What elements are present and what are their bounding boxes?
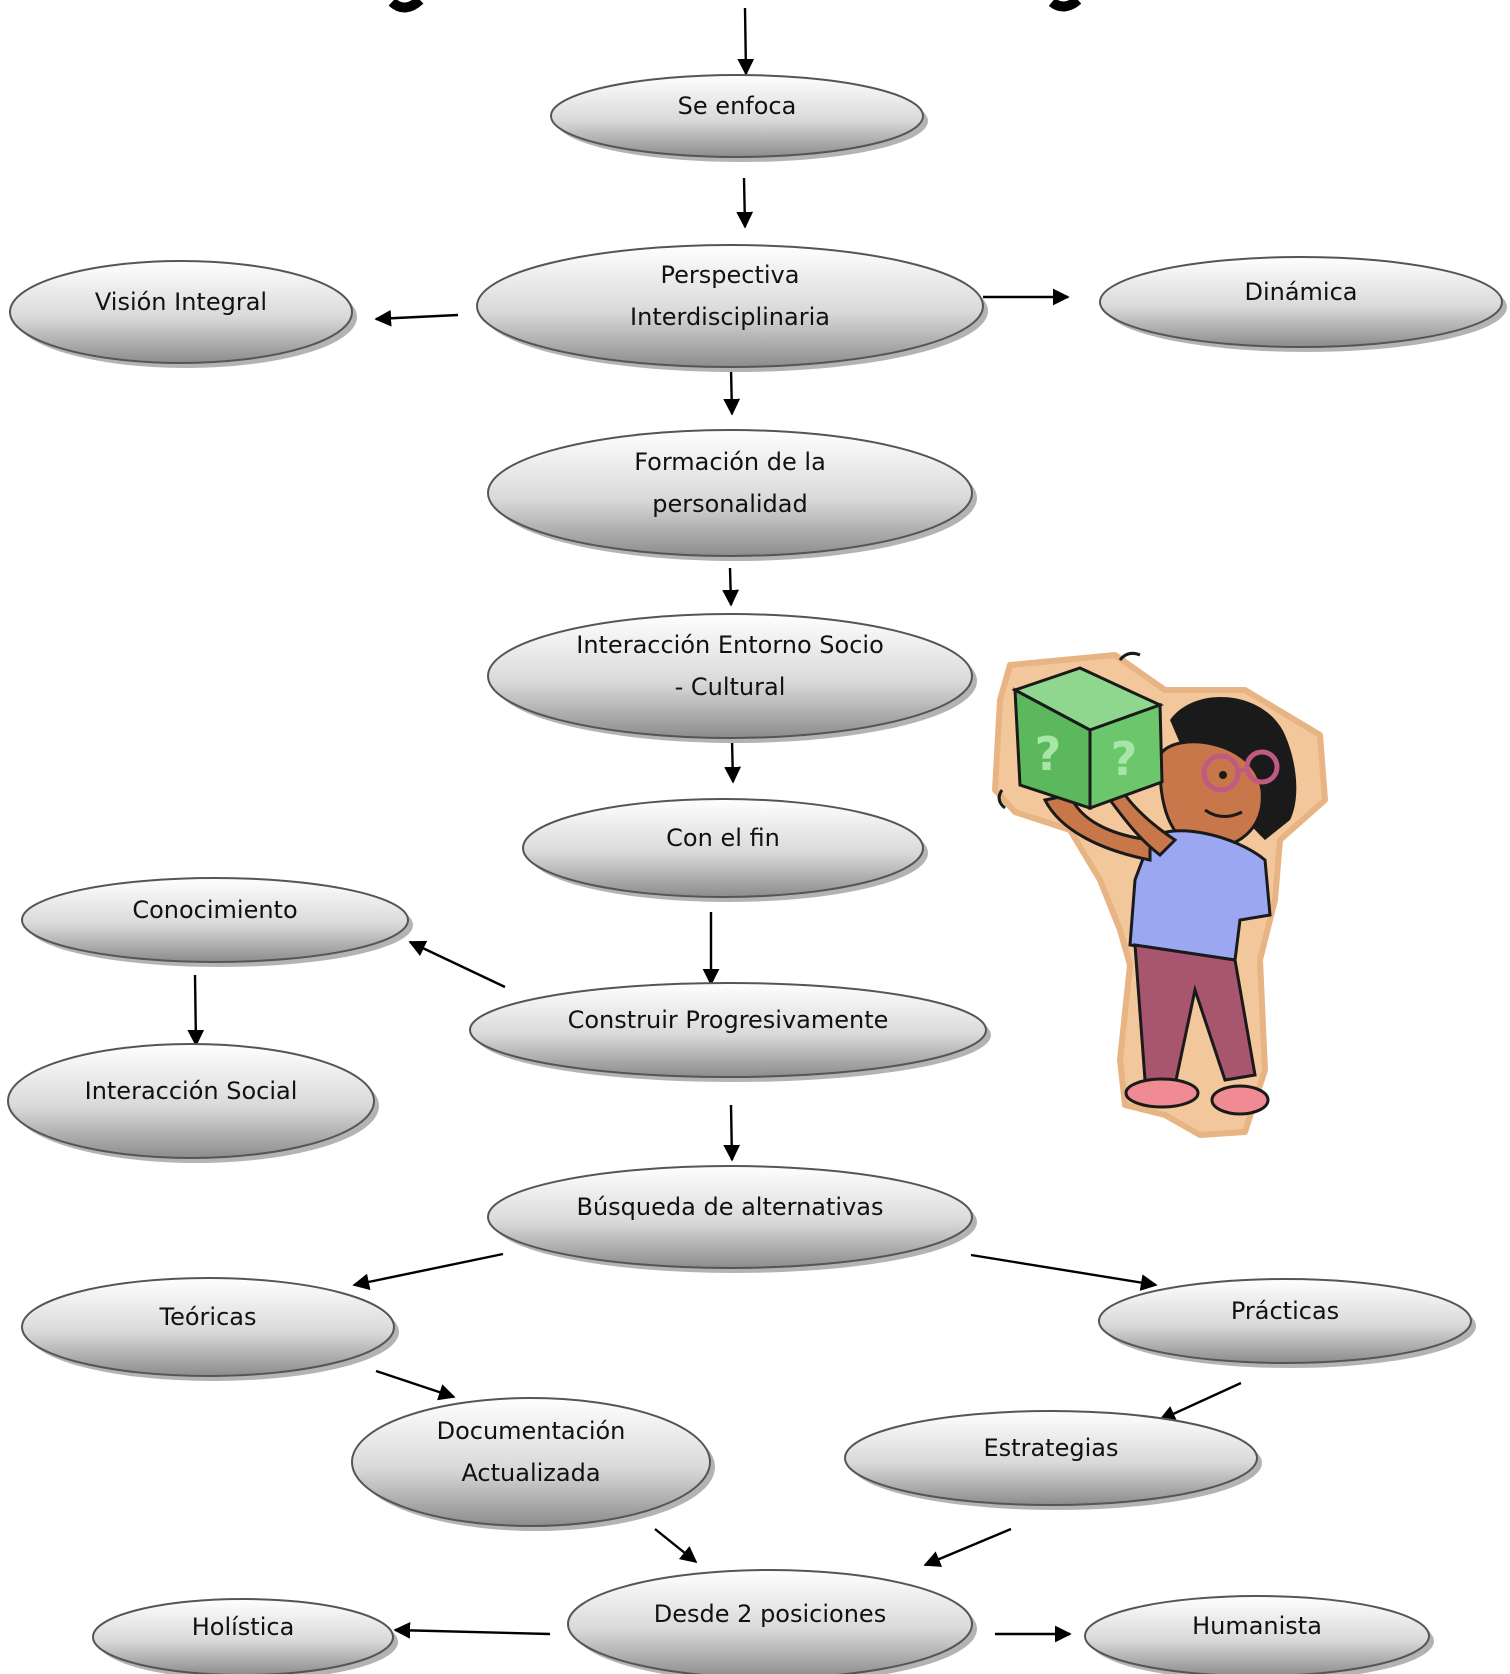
node-label: Prácticas xyxy=(1231,1297,1339,1325)
question-mark-right: ? xyxy=(1111,732,1138,786)
node-estrategias: Estrategias xyxy=(844,1410,1262,1510)
question-mark-left: ? xyxy=(1035,727,1062,781)
node-ellipse xyxy=(487,613,973,739)
node-ellipse xyxy=(21,1277,395,1377)
node-ellipse xyxy=(522,798,924,898)
node-holistica: Holística xyxy=(92,1598,398,1674)
node-practicas: Prácticas xyxy=(1098,1278,1476,1368)
node-ellipse xyxy=(1099,256,1503,348)
node-interaccion-social: Interacción Social xyxy=(7,1043,379,1163)
arrow-perspectiva-to-vision-integral xyxy=(374,309,459,327)
node-label: - Cultural xyxy=(675,673,786,701)
arrow-practicas-to-estrategias xyxy=(1158,1381,1242,1422)
node-desde-2: Desde 2 posiciones xyxy=(567,1569,977,1674)
node-conocimiento: Conocimiento xyxy=(21,877,413,967)
node-dinamica: Dinámica xyxy=(1099,256,1507,352)
node-label: Con el fin xyxy=(666,824,780,852)
node-ellipse xyxy=(1084,1595,1430,1674)
arrow-formacion-to-interaccion-entorno xyxy=(722,567,739,607)
arrow-construir-to-conocimiento xyxy=(408,940,506,989)
node-ellipse xyxy=(469,982,987,1078)
arrow-perspectiva-to-formacion xyxy=(723,367,741,416)
node-ellipse xyxy=(476,244,984,368)
node-label: Búsqueda de alternativas xyxy=(577,1193,884,1221)
node-label: Construir Progresivamente xyxy=(568,1006,889,1034)
node-label: Humanista xyxy=(1192,1612,1322,1640)
node-formacion: Formación de la personalidad xyxy=(487,429,977,561)
node-label: personalidad xyxy=(652,490,807,518)
arrow-interaccion-entorno-to-con-el-fin xyxy=(724,739,742,784)
node-se-enfoca: Se enfoca xyxy=(550,74,928,162)
node-ellipse xyxy=(92,1598,394,1674)
node-label: Desde 2 posiciones xyxy=(654,1600,886,1628)
node-label: Interdisciplinaria xyxy=(630,303,830,331)
node-ellipse xyxy=(487,429,973,557)
cropped-heading-fragment xyxy=(388,0,1082,13)
node-vision-integral: Visión Integral xyxy=(9,260,357,368)
arrow-top-to-se-enfoca xyxy=(737,7,755,76)
node-label: Documentación xyxy=(437,1417,626,1445)
arrow-estrategias-to-desde-2 xyxy=(923,1527,1012,1567)
arrow-busqueda-to-teoricas xyxy=(352,1252,504,1291)
node-ellipse xyxy=(1098,1278,1472,1364)
arrow-documentacion-to-desde-2 xyxy=(654,1528,698,1564)
node-interaccion-entorno: Interacción Entorno Socio - Cultural xyxy=(487,613,977,743)
node-label: Interacción Entorno Socio xyxy=(576,631,884,659)
node-ellipse xyxy=(487,1165,973,1269)
arrow-teoricas-to-documentacion xyxy=(375,1369,456,1401)
node-label: Estrategias xyxy=(984,1434,1119,1462)
node-ellipse xyxy=(7,1043,375,1159)
node-label: Interacción Social xyxy=(85,1077,298,1105)
arrow-desde-2-to-holistica xyxy=(393,1621,551,1639)
node-label: Actualizada xyxy=(461,1459,600,1487)
node-humanista: Humanista xyxy=(1084,1595,1434,1674)
node-label: Formación de la xyxy=(634,448,826,476)
node-label: Visión Integral xyxy=(95,288,267,316)
node-ellipse xyxy=(21,877,409,963)
arrow-construir-to-busqueda xyxy=(723,1104,741,1162)
node-con-el-fin: Con el fin xyxy=(522,798,928,902)
node-label: Conocimiento xyxy=(132,896,297,924)
node-ellipse xyxy=(844,1410,1258,1506)
arrow-conocimiento-to-interaccion-social xyxy=(187,974,205,1047)
arrow-se-enfoca-to-perspectiva xyxy=(736,177,754,229)
node-ellipse xyxy=(567,1569,973,1674)
girl-carrying-question-box-illustration: ? ? xyxy=(992,651,1328,1138)
node-label: Holística xyxy=(192,1613,295,1641)
node-label: Se enfoca xyxy=(678,92,797,120)
node-label: Dinámica xyxy=(1244,278,1357,306)
edges-layer xyxy=(187,7,1242,1643)
node-ellipse xyxy=(9,260,353,364)
node-ellipse xyxy=(550,74,924,158)
node-construir: Construir Progresivamente xyxy=(469,982,991,1082)
node-busqueda: Búsqueda de alternativas xyxy=(487,1165,977,1273)
node-ellipse xyxy=(351,1397,711,1527)
node-label: Teóricas xyxy=(159,1303,257,1331)
node-label: Perspectiva xyxy=(661,261,800,289)
arrow-busqueda-to-practicas xyxy=(970,1253,1158,1291)
node-teoricas: Teóricas xyxy=(21,1277,399,1381)
